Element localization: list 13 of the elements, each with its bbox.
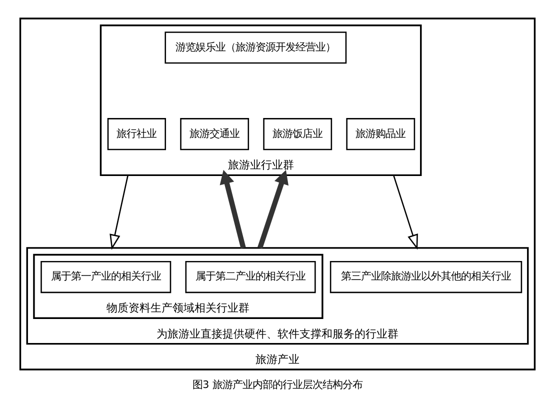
node-box: 游览娱乐业（旅游资源开发经营业） xyxy=(164,32,347,64)
node-box: 第三产业除旅游业以外其他的相关行业 xyxy=(330,261,522,294)
node-box: 属于第二产业的相关行业 xyxy=(185,261,316,294)
arrow xyxy=(258,170,289,249)
arrow xyxy=(110,175,129,250)
node-box: 旅游购品业 xyxy=(346,118,416,150)
arrow xyxy=(220,170,246,249)
node-box: 旅行社业 xyxy=(107,118,166,150)
node-box: 旅游交通业 xyxy=(180,118,250,150)
arrow xyxy=(392,174,418,250)
caption: 图3 旅游产业内部的行业层次结构分布 xyxy=(192,378,362,391)
node-box: 旅游饭店业 xyxy=(263,118,332,150)
node-box: 属于第一产业的相关行业 xyxy=(40,261,172,294)
